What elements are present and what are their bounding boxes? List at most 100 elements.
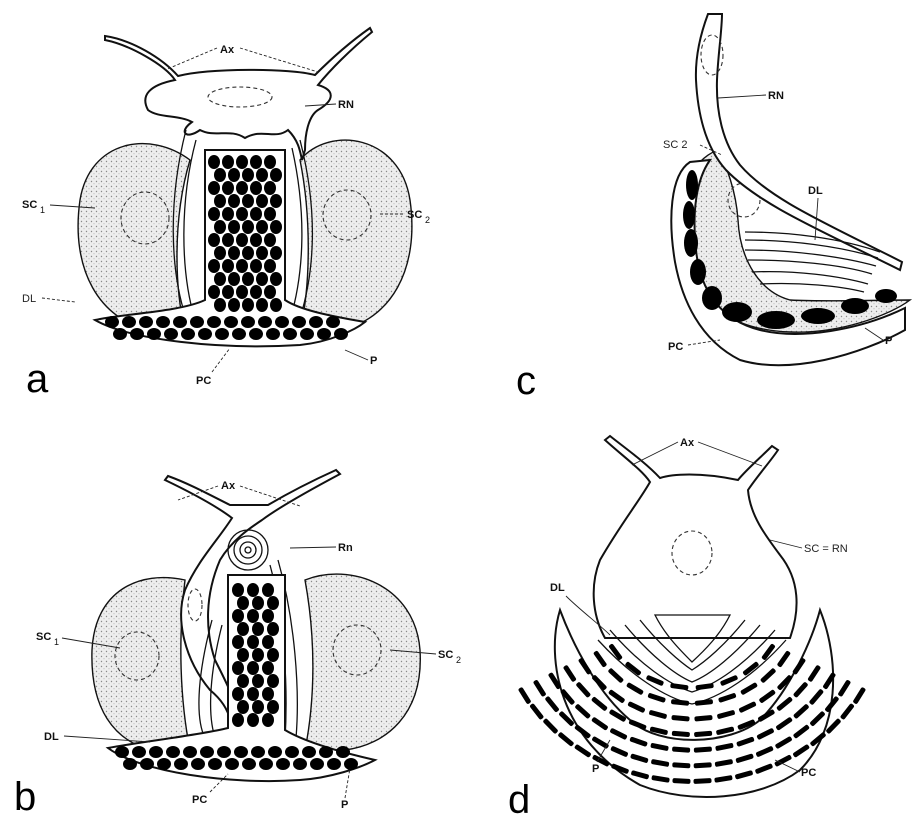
- particle: [228, 220, 240, 234]
- particle: [317, 328, 331, 340]
- particle: [156, 316, 170, 328]
- leader-dl-a: [42, 298, 75, 302]
- particle: [208, 181, 220, 195]
- particle: [166, 746, 180, 758]
- particle: [262, 713, 274, 727]
- panel-letter-c: c: [516, 359, 536, 403]
- particle: [247, 687, 259, 701]
- particle: [236, 285, 248, 299]
- particle: [256, 220, 268, 234]
- particle: [236, 155, 248, 169]
- label-sc1-sub-a: 1: [40, 205, 45, 215]
- particle: [214, 168, 226, 182]
- label-pc-a: PC: [196, 375, 211, 387]
- particle: [247, 609, 259, 623]
- particle: [115, 746, 129, 758]
- particle: [759, 689, 777, 704]
- particle: [262, 687, 274, 701]
- particle: [164, 328, 178, 340]
- schwann-cell-2: [300, 140, 412, 330]
- particle: [760, 668, 777, 684]
- particle: [264, 207, 276, 221]
- particle: [310, 758, 324, 770]
- label-rn-a: RN: [338, 99, 354, 111]
- particle: [214, 298, 226, 312]
- particle: [241, 316, 255, 328]
- particle: [147, 328, 161, 340]
- leader-ax-d-right: [698, 442, 762, 466]
- particle: [626, 682, 644, 695]
- particle: [270, 194, 282, 208]
- particle: [518, 687, 532, 705]
- particle: [250, 181, 262, 195]
- panel-b: Ax Rn SC 1 SC 2 DL P PC b: [14, 470, 461, 819]
- leader-ax-d-left: [632, 442, 678, 465]
- particle: [777, 650, 791, 668]
- particle: [208, 155, 220, 169]
- particle: [672, 731, 690, 737]
- particle: [694, 762, 712, 768]
- panel-d: Ax SC = RN DL P PC d: [508, 436, 866, 819]
- particle: [123, 758, 137, 770]
- particle: [309, 316, 323, 328]
- particle: [214, 246, 226, 260]
- particle: [840, 703, 855, 720]
- particle: [139, 316, 153, 328]
- panel-letter-a: a: [26, 357, 49, 401]
- particle: [236, 259, 248, 273]
- particle: [670, 683, 689, 690]
- particle: [140, 758, 154, 770]
- particle: [232, 687, 244, 701]
- particle: [250, 155, 262, 169]
- particle: [336, 746, 350, 758]
- panel-c: RN SC 2 DL P PC c: [516, 14, 910, 403]
- label-rn-c: RN: [768, 90, 784, 102]
- particle: [222, 207, 234, 221]
- label-sc1-a: SC: [22, 199, 37, 211]
- label-p-c: P: [885, 335, 892, 347]
- leader-p-a: [345, 350, 368, 360]
- particle: [268, 746, 282, 758]
- particle: [252, 674, 264, 688]
- particle: [837, 679, 851, 697]
- label-dl-a: DL: [22, 293, 36, 305]
- particle: [208, 207, 220, 221]
- particle: [232, 609, 244, 623]
- particle: [252, 596, 264, 610]
- label-ax-d: Ax: [680, 437, 695, 449]
- particle: [695, 699, 713, 706]
- particle: [256, 298, 268, 312]
- leader-rn-b: [290, 547, 336, 548]
- particle: [224, 316, 238, 328]
- particle: [256, 246, 268, 260]
- particle: [694, 715, 712, 722]
- particle: [256, 194, 268, 208]
- particle: [672, 762, 690, 768]
- particle: [852, 687, 866, 705]
- particle: [222, 285, 234, 299]
- particle: [649, 710, 668, 720]
- particle: [113, 328, 127, 340]
- particle: [198, 328, 212, 340]
- particle: [276, 758, 290, 770]
- particle: [237, 622, 249, 636]
- particle: [242, 168, 254, 182]
- particle: [228, 246, 240, 260]
- particle: [214, 220, 226, 234]
- particle: [252, 700, 264, 714]
- particle: [242, 194, 254, 208]
- particle: [237, 674, 249, 688]
- particle: [252, 648, 264, 662]
- particle: [237, 648, 249, 662]
- particle: [256, 272, 268, 286]
- particle: [225, 758, 239, 770]
- particle: [242, 220, 254, 234]
- label-sc2-sub-b: 2: [456, 655, 461, 665]
- particle: [237, 700, 249, 714]
- particle: [222, 155, 234, 169]
- particle: [232, 661, 244, 675]
- leader-pc-a: [212, 348, 230, 372]
- particle: [173, 316, 187, 328]
- particle: [270, 168, 282, 182]
